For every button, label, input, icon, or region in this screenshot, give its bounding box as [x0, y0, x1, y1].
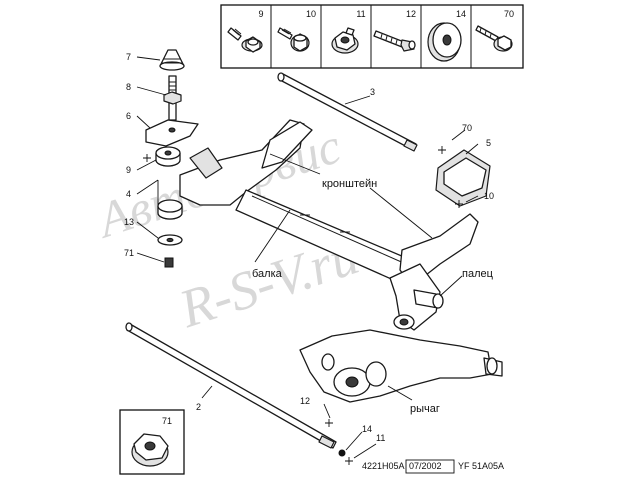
callout-9: 9: [126, 165, 131, 175]
upper-torsion-bar: [277, 72, 418, 152]
callout-4: 4: [126, 189, 131, 199]
stud-bolt: [163, 75, 182, 121]
small-nut: [164, 257, 174, 268]
mount-plate: [145, 119, 199, 147]
upper-bushing: [155, 146, 181, 167]
legend-number-14: 14: [456, 9, 466, 19]
lower-bushing: [157, 199, 183, 220]
label-beam: балка: [252, 268, 283, 280]
lower-washer: [157, 234, 183, 246]
label-arm: рычаг: [410, 403, 440, 415]
legend-box-12: 12: [373, 9, 416, 52]
callout-70: 70: [462, 123, 472, 133]
detail-box-number: 71: [162, 416, 172, 426]
markers: [143, 146, 463, 465]
legend-box-11: 11: [331, 9, 366, 54]
label-bracket: кронштейн: [322, 178, 377, 190]
callouts: 7 8 6 9 4 13 71 3 70 5 10 2 12 14 11: [124, 52, 494, 443]
callout-13: 13: [124, 217, 134, 227]
long-bolt-icon: [373, 30, 416, 52]
footer-code: 4221H05A: [362, 461, 405, 471]
legend-number-70: 70: [504, 9, 514, 19]
lower-torsion-bar: [125, 322, 337, 449]
part-labels: кронштейн балка палец рычаг: [252, 178, 494, 415]
washer-icon: [427, 22, 462, 62]
leader-lines: [136, 56, 479, 459]
legend-number-12: 12: [406, 9, 416, 19]
flanged-nut-icon: [331, 27, 359, 54]
trailing-arm: [299, 329, 503, 403]
legend-row: 9 10 11: [220, 4, 524, 69]
callout-6: 6: [126, 111, 131, 121]
axle-beam: [179, 119, 491, 331]
legend-box-9: 9: [227, 9, 264, 53]
callout-2: 2: [196, 402, 201, 412]
callout-10: 10: [484, 191, 494, 201]
bump-stop: [159, 49, 185, 71]
legend-number-10: 10: [306, 9, 316, 19]
hex-flange-bolt-icon: [475, 25, 513, 52]
label-pin: палец: [462, 268, 494, 280]
callout-3: 3: [370, 87, 375, 97]
collar-bolt-icon: [277, 27, 310, 52]
callout-14: 14: [362, 424, 372, 434]
flanged-bolt-icon: [227, 27, 263, 53]
callout-5: 5: [486, 138, 491, 148]
legend-number-9: 9: [258, 9, 263, 19]
footer-ref: YF 51A05A: [458, 461, 504, 471]
detail-box-71: 71: [119, 409, 185, 475]
legend-number-11: 11: [356, 9, 365, 19]
legend-box-70: 70: [475, 9, 514, 52]
footer: 4221H05A 07/2002 YF 51A05A: [362, 459, 504, 474]
callout-8: 8: [126, 82, 131, 92]
legend-box-10: 10: [277, 9, 316, 52]
callout-7: 7: [126, 52, 131, 62]
lock-nut-icon: [131, 433, 169, 467]
callout-71: 71: [124, 248, 134, 258]
legend-box-14: 14: [427, 9, 466, 62]
callout-12: 12: [300, 396, 310, 406]
callout-11: 11: [376, 433, 385, 443]
footer-date: 07/2002: [409, 461, 442, 471]
